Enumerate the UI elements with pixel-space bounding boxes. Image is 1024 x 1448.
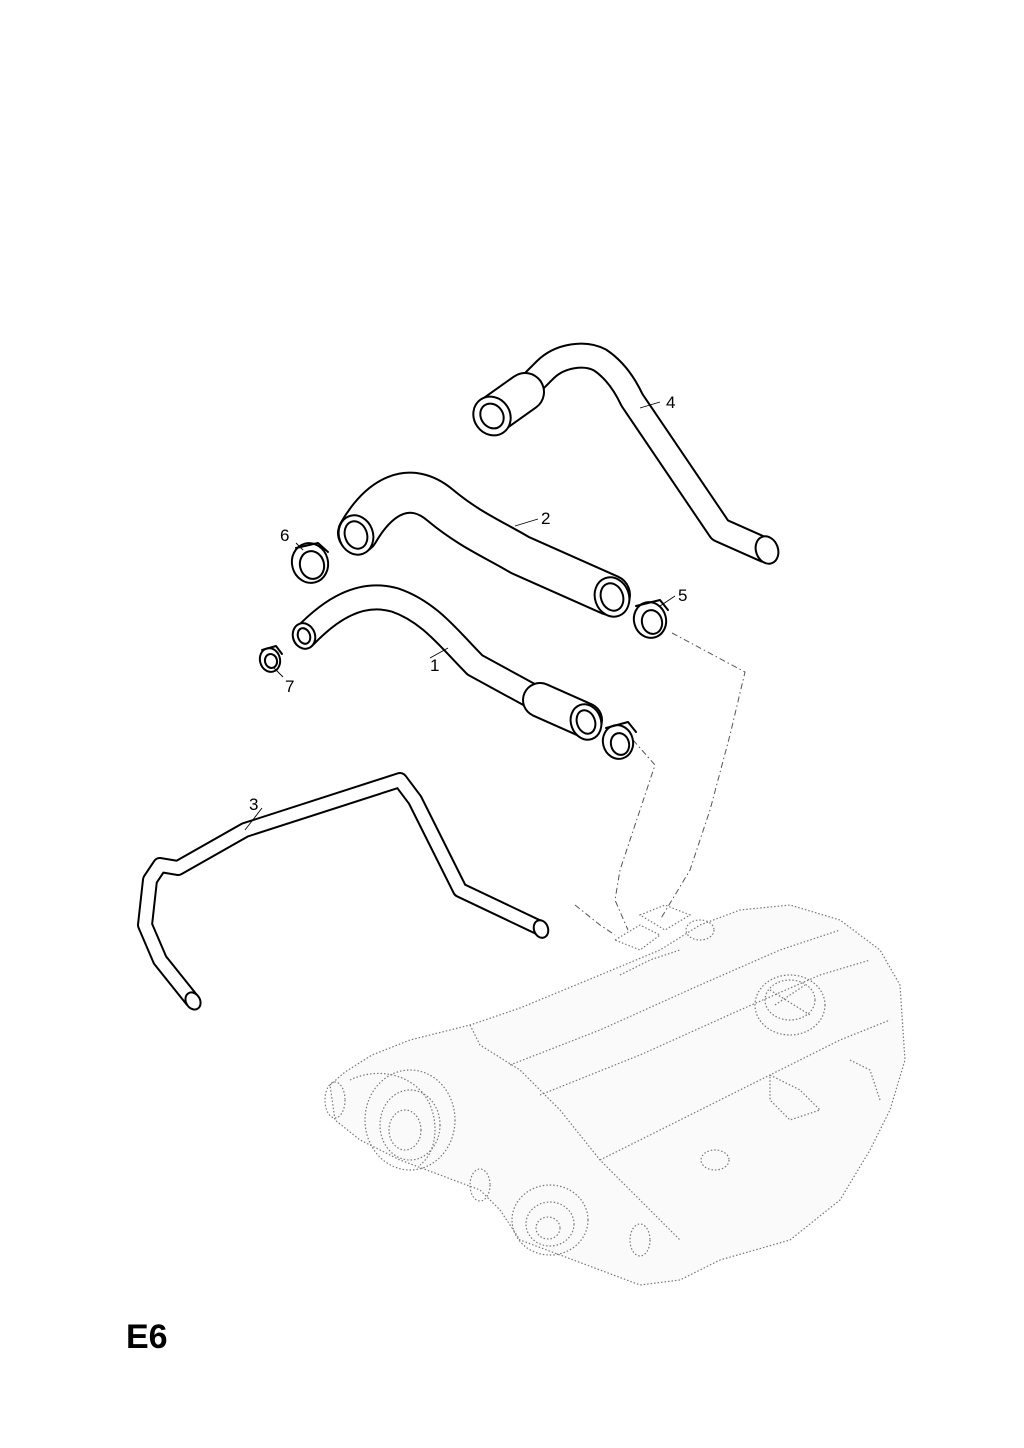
callout-1: 1 bbox=[430, 656, 439, 675]
callout-5: 5 bbox=[678, 586, 687, 605]
hose-4 bbox=[472, 342, 780, 565]
leader-lines bbox=[244, 401, 676, 831]
clamp-6 bbox=[290, 542, 330, 584]
callout-4: 4 bbox=[666, 393, 675, 412]
clamp-5 bbox=[632, 599, 669, 639]
callout-3: 3 bbox=[249, 795, 258, 814]
hose-3 bbox=[137, 772, 550, 1011]
callout-6: 6 bbox=[280, 526, 289, 545]
cam-cover-phantom bbox=[324, 904, 906, 1286]
assembly-lines bbox=[574, 632, 746, 936]
clamp-unlabeled bbox=[601, 721, 637, 760]
callout-2: 2 bbox=[541, 509, 550, 528]
clamp-7 bbox=[258, 645, 283, 673]
hose-2 bbox=[337, 471, 631, 618]
hose-1 bbox=[291, 584, 603, 741]
page-code: E6 bbox=[126, 1318, 168, 1356]
callout-7: 7 bbox=[285, 677, 294, 696]
